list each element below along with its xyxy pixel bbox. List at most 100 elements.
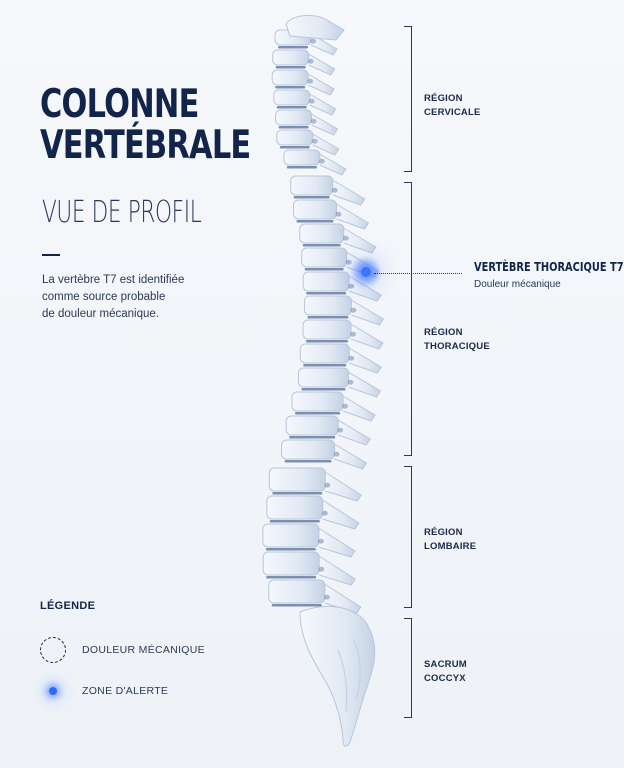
foramen-shadow (308, 98, 315, 104)
spinous-process (310, 132, 340, 156)
foramen-shadow (307, 78, 314, 84)
intervertebral-disc (295, 412, 341, 415)
intervertebral-disc (302, 244, 341, 247)
vertebral-body (302, 319, 352, 340)
intervertebral-disc (284, 460, 332, 463)
intervertebral-disc (272, 492, 323, 495)
foramen-shadow (342, 235, 349, 241)
spinous-process (334, 202, 370, 230)
foramen-shadow (317, 538, 324, 544)
description: La vertèbre T7 est identifiée comme sour… (42, 272, 242, 323)
title-line-2: VERTÉBRALE (40, 123, 251, 168)
vertebral-body (268, 467, 326, 492)
spinous-process (306, 52, 336, 76)
vertebral-body (301, 247, 348, 268)
spinous-process (323, 470, 362, 502)
dashed-circle-icon (40, 637, 66, 663)
foramen-shadow (347, 379, 354, 385)
page-title: COLONNE VERTÉBRALE (40, 82, 251, 168)
callout-title: VERTÈBRE THORACIQUE T7 (474, 260, 624, 274)
legend-label-pain: DOULEUR MÉCANIQUE (82, 644, 205, 656)
intervertebral-disc (278, 46, 309, 49)
spinous-process (335, 418, 371, 446)
vertebral-body (283, 149, 321, 166)
vertebral-body (281, 439, 336, 460)
vertebral-body (297, 367, 349, 388)
description-line-2: comme source probable (42, 291, 166, 303)
description-line-3: de douleur mécanique. (42, 308, 159, 320)
spinous-process (330, 178, 366, 206)
vertebral-body (266, 495, 324, 520)
foramen-shadow (350, 331, 357, 337)
vertebral-body (276, 129, 314, 146)
bracket-cervical (401, 26, 412, 172)
foramen-shadow (348, 283, 355, 289)
spinous-process (346, 346, 382, 374)
description-line-1: La vertèbre T7 est identifiée (42, 274, 185, 286)
spinous-process (346, 370, 382, 398)
legend-item-pain: DOULEUR MÉCANIQUE (40, 637, 205, 663)
intervertebral-disc (286, 166, 317, 169)
foramen-shadow (321, 510, 328, 516)
intervertebral-disc (306, 292, 347, 295)
foramen-shadow (307, 58, 314, 64)
foramen-shadow (324, 482, 331, 488)
vertebral-body (302, 271, 350, 292)
sacrum-coccyx-shape (299, 605, 376, 747)
vertebral-body (290, 175, 334, 196)
spinous-process (316, 526, 356, 558)
intervertebral-disc (304, 268, 344, 271)
intervertebral-disc (306, 340, 349, 343)
intervertebral-disc (279, 146, 310, 149)
bracket-sacrum (401, 618, 412, 718)
vertebral-body (268, 579, 326, 604)
vertebral-body (299, 223, 345, 244)
atlas-vertebra (285, 15, 345, 41)
title-divider (42, 254, 60, 256)
foramen-shadow (333, 451, 340, 457)
vertebral-body (303, 295, 352, 316)
intervertebral-disc (296, 220, 334, 223)
foramen-shadow (348, 355, 355, 361)
spinous-process (340, 394, 376, 422)
foramen-shadow (310, 38, 317, 44)
foramen-shadow (323, 594, 330, 600)
intervertebral-disc (293, 196, 330, 199)
foramen-shadow (311, 138, 318, 144)
legend-item-alert: ZONE D'ALERTE (40, 678, 168, 704)
t7-alert-marker (361, 267, 371, 277)
foramen-shadow (337, 427, 344, 433)
spinous-process (332, 442, 368, 470)
vertebrae-group (262, 15, 385, 614)
foramen-shadow (318, 158, 325, 164)
spinous-process (307, 92, 337, 116)
spinous-process (316, 554, 356, 586)
intervertebral-disc (275, 86, 306, 89)
foramen-shadow (345, 259, 352, 265)
intervertebral-disc (303, 364, 347, 367)
vertebral-body (271, 69, 309, 86)
intervertebral-disc (276, 106, 307, 109)
foramen-shadow (342, 403, 349, 409)
vertebral-body (262, 523, 320, 548)
foramen-shadow (331, 187, 338, 193)
intervertebral-disc (301, 388, 346, 391)
glowing-dot-icon (40, 678, 66, 704)
foramen-shadow (350, 307, 357, 313)
foramen-shadow (310, 118, 317, 124)
vertebral-body (275, 109, 313, 126)
spinous-process (317, 152, 347, 176)
vertebral-body (291, 391, 344, 412)
bracket-thoracic (401, 182, 412, 456)
title-line-1: COLONNE (40, 82, 199, 127)
intervertebral-disc (289, 436, 336, 439)
vertebral-body (299, 343, 350, 364)
vertebral-body (262, 551, 320, 576)
intervertebral-disc (271, 604, 322, 607)
foramen-shadow (318, 566, 325, 572)
intervertebral-disc (265, 548, 316, 551)
